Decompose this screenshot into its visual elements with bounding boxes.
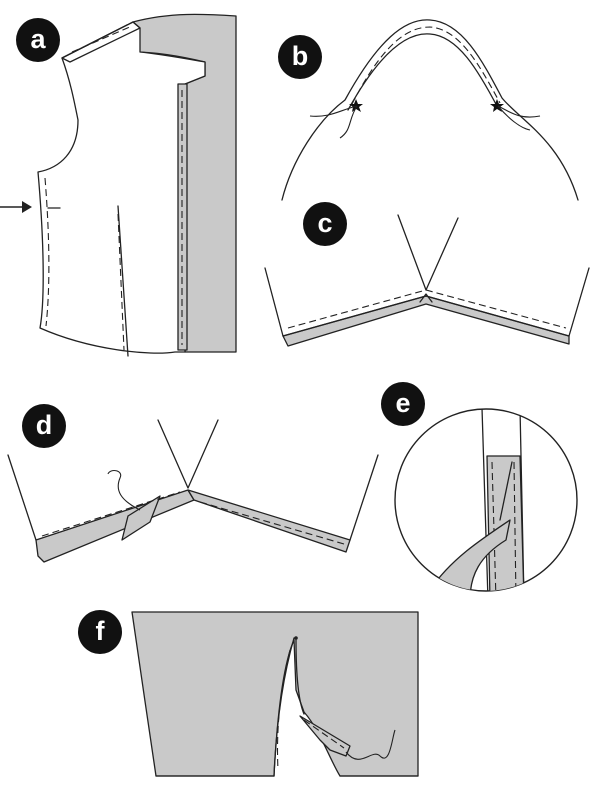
- panel-d: d: [7, 404, 379, 563]
- panel-a-bodice: [37, 21, 206, 354]
- panel-b-thread-right: [497, 105, 541, 131]
- panel-f-slit-stitch: [276, 649, 291, 771]
- panel-b-badge: b: [278, 35, 322, 79]
- panel-d-twist: [121, 495, 161, 541]
- panel-f-slit-right: [295, 639, 305, 715]
- panel-a-label: a: [30, 24, 46, 54]
- panel-e: e: [381, 382, 578, 592]
- arrow-right-icon: [0, 201, 32, 213]
- panel-c-hem-fold: [282, 295, 570, 337]
- panel-b-sleeve-outline: [281, 19, 579, 201]
- panel-d-split-vee: [157, 419, 219, 489]
- panel-b-label: b: [292, 41, 309, 71]
- panel-e-magnifier: [394, 408, 578, 592]
- panel-d-side-right: [349, 454, 379, 541]
- panel-a-neck-binding: [61, 21, 141, 63]
- panel-b-binding-line: [347, 33, 499, 111]
- panel-d-hem-band-left: [35, 489, 195, 563]
- panel-a-badge: a: [16, 18, 60, 62]
- panel-a-dart-stitch: [117, 213, 125, 351]
- panel-e-label: e: [395, 388, 410, 418]
- panel-c-badge: c: [303, 202, 347, 246]
- panel-d-side-left: [7, 454, 37, 541]
- panel-c-side-right: [568, 267, 590, 337]
- panel-c-stitch: [287, 289, 567, 329]
- panel-f-badge: f: [78, 610, 122, 654]
- panel-f-facing-stitch: [303, 719, 345, 749]
- panel-c-split-vee: [397, 214, 459, 291]
- panel-c-side-left: [264, 267, 284, 337]
- panel-f-facing: [299, 715, 351, 757]
- panel-c-notch: [419, 293, 433, 303]
- panel-f-tack: [294, 636, 298, 640]
- panel-c-hem-band: [282, 295, 570, 347]
- panel-a: a: [0, 13, 237, 357]
- panel-d-label: d: [36, 410, 53, 440]
- panel-f-label: f: [96, 616, 106, 646]
- panel-d-badge: d: [22, 404, 66, 448]
- panel-c: c: [264, 202, 590, 347]
- panel-b-stitch: [351, 26, 501, 105]
- panel-d-hem-band-right: [187, 489, 351, 553]
- panel-b-thread-left: [309, 105, 358, 139]
- panel-d-thread: [107, 469, 141, 511]
- panel-e-detail: [429, 409, 525, 591]
- panel-b: b: [278, 19, 579, 201]
- panel-e-badge: e: [381, 382, 425, 426]
- panel-d-stitch-left: [41, 491, 181, 537]
- panel-f-thread: [345, 729, 396, 760]
- panel-c-label: c: [317, 208, 332, 238]
- star-icon: [349, 99, 363, 112]
- panel-a-side-stitch: [44, 177, 50, 327]
- panel-d-stitch-right: [199, 501, 345, 545]
- panel-a-dart: [117, 205, 129, 357]
- panel-f: f: [78, 610, 419, 777]
